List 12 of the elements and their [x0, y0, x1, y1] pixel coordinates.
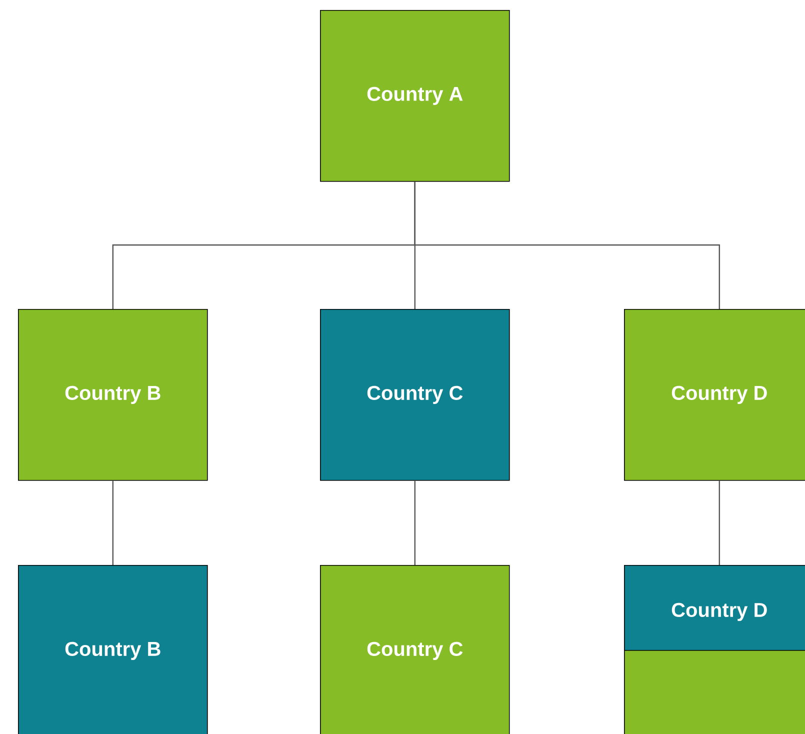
connector-line — [414, 182, 720, 309]
country-box: Country C — [320, 309, 510, 481]
country-box: Country B — [18, 309, 208, 481]
country-box: Country A — [320, 10, 510, 182]
connector-line — [414, 480, 416, 565]
country-box: Country D — [624, 565, 805, 651]
empty-box — [624, 650, 805, 734]
country-box: Country B — [18, 565, 208, 734]
country-box: Country D — [624, 309, 805, 481]
connector-line — [112, 480, 114, 565]
connector-line — [718, 480, 720, 565]
country-box: Country C — [320, 565, 510, 734]
